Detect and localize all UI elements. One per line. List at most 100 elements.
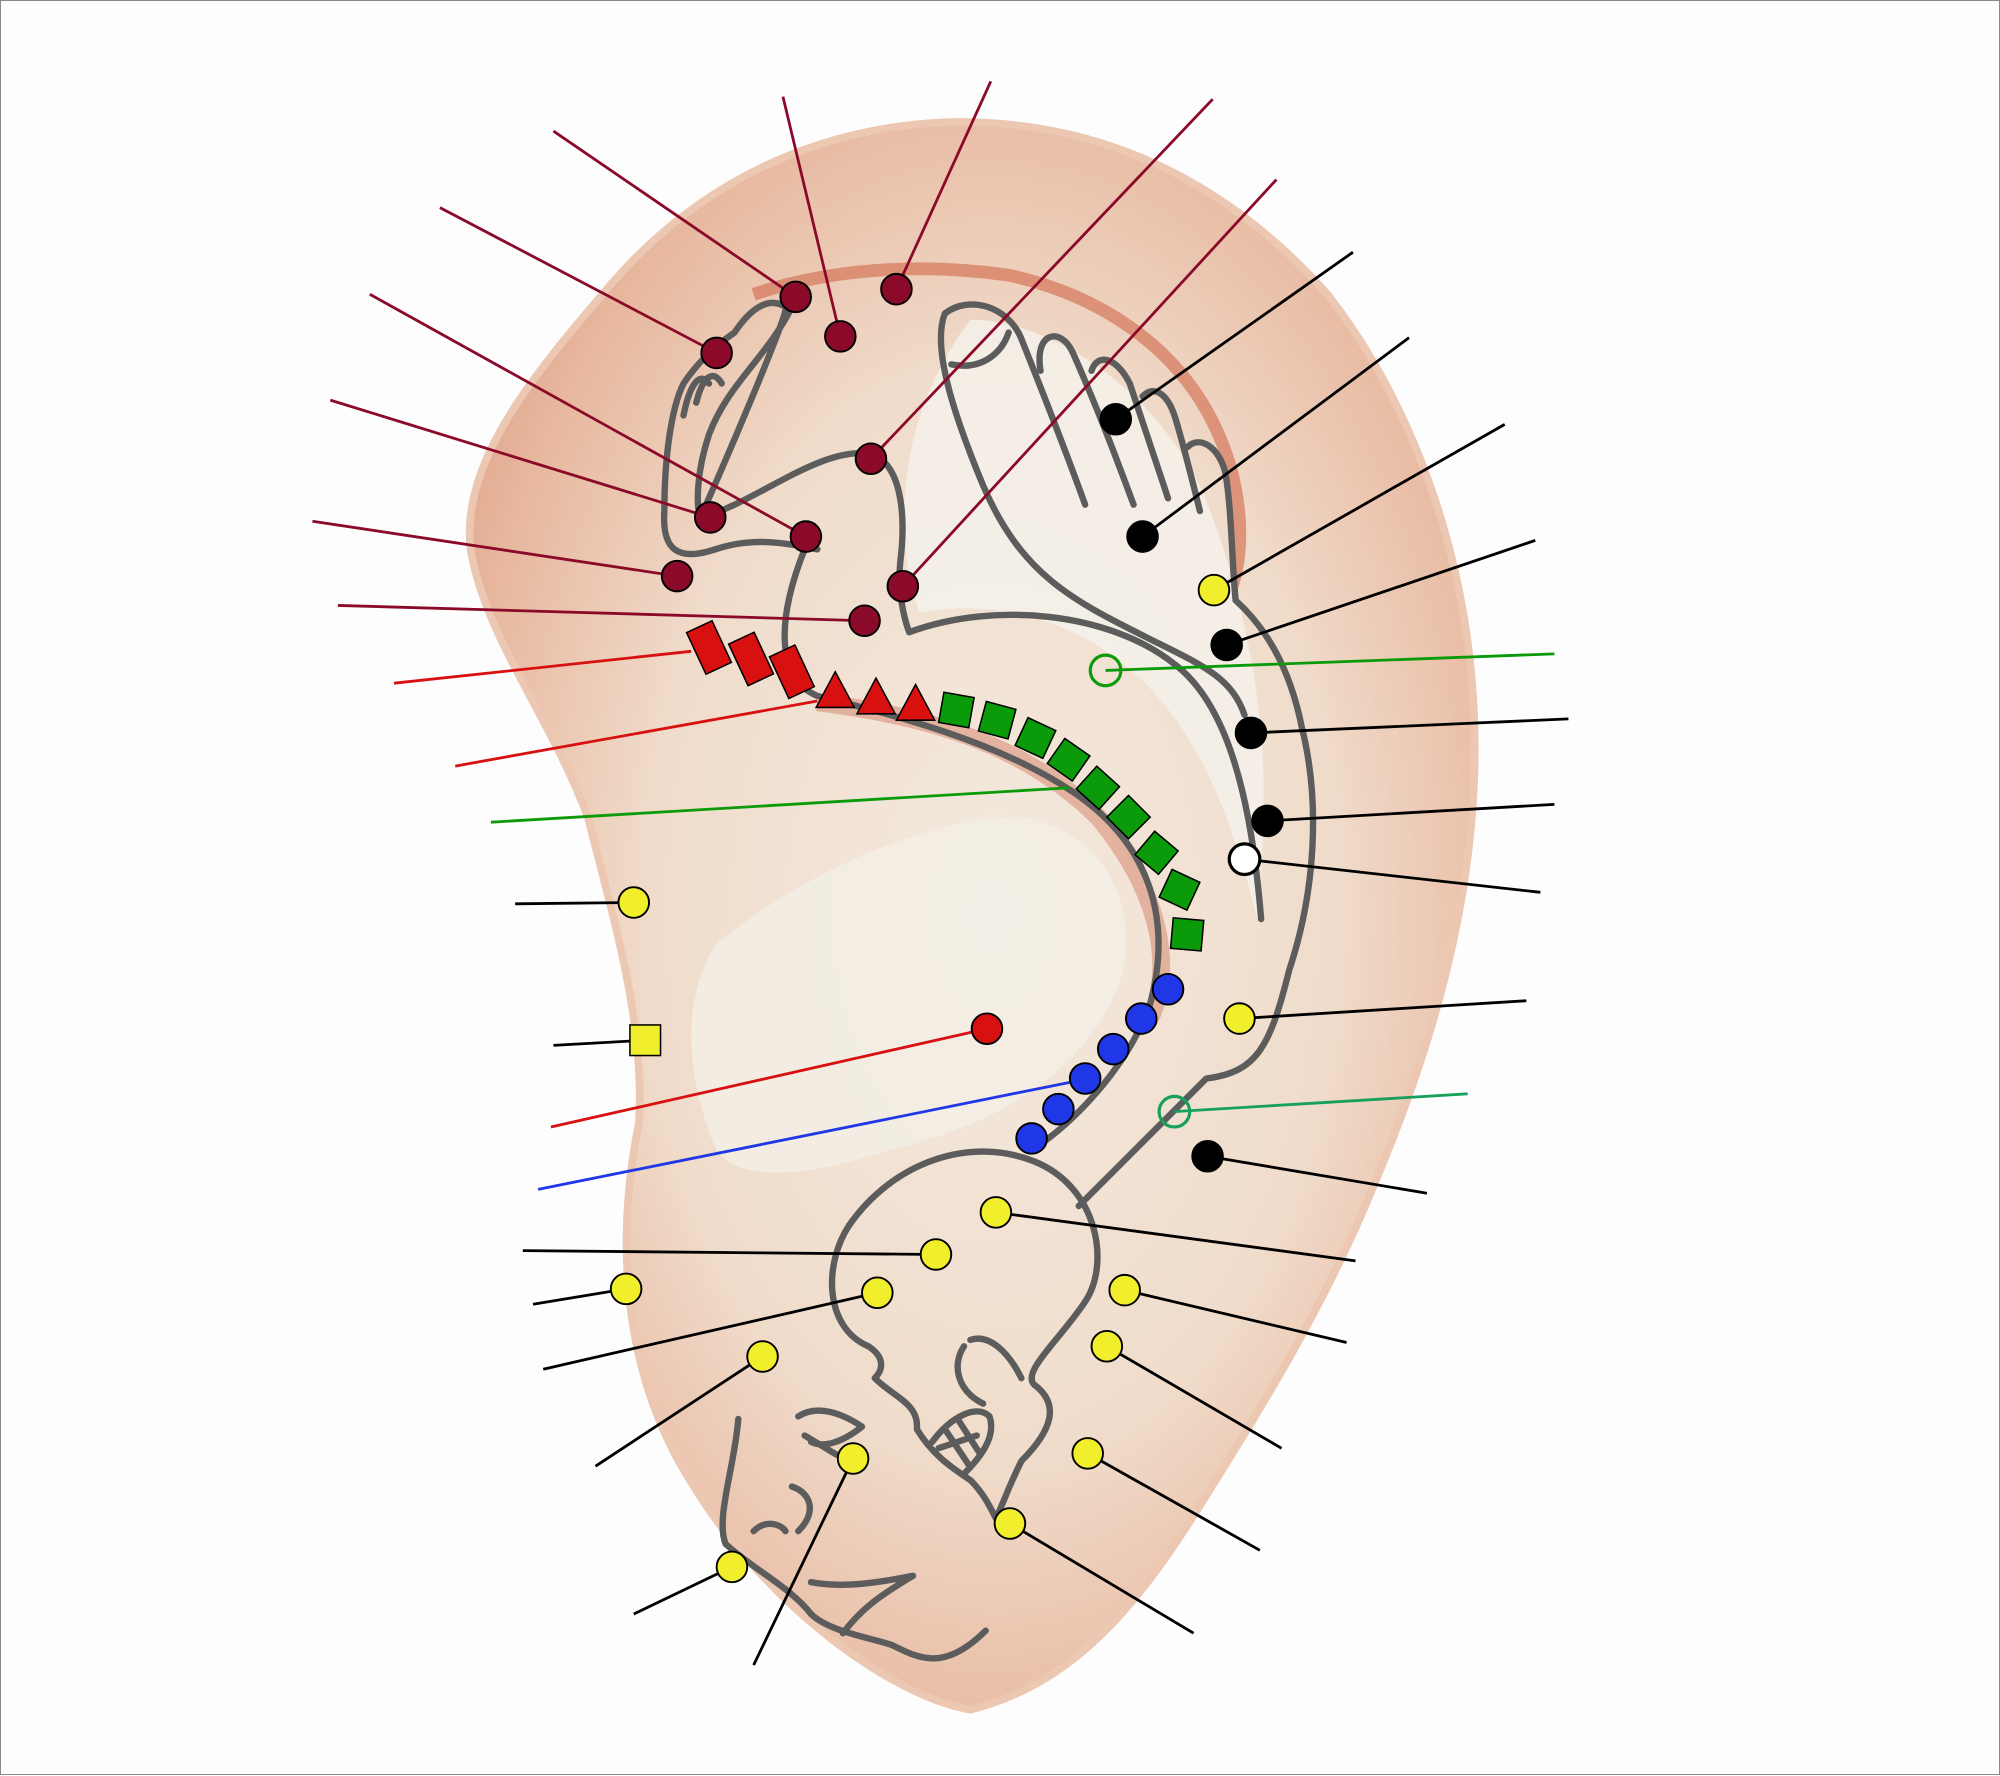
- leader-line: [537, 1080, 1071, 1191]
- leader-line: [781, 96, 842, 337]
- toes-outline: [680, 372, 725, 419]
- leader-line: [552, 129, 797, 298]
- leader-line: [1106, 1345, 1283, 1450]
- blue-circle-marker: [1068, 1062, 1102, 1095]
- yellow-circle-marker: [861, 1276, 894, 1309]
- blue-circle-marker: [1042, 1092, 1075, 1126]
- heel-outline: [660, 299, 821, 558]
- yellow-circle-marker: [1223, 1002, 1256, 1035]
- leader-line: [869, 98, 1214, 460]
- leader-line: [369, 293, 807, 538]
- green-square-marker: [937, 691, 975, 729]
- yellow-circle-marker: [836, 1442, 870, 1475]
- yellow-circle-marker: [617, 886, 651, 919]
- eye-outline: [795, 1407, 866, 1458]
- foot-outline: [694, 303, 1265, 923]
- hollow-black-circle-marker: [1227, 842, 1262, 877]
- hollow-green-circle-marker: [1088, 653, 1123, 688]
- leader-line: [1244, 857, 1541, 894]
- blue-circle-marker: [1096, 1032, 1130, 1066]
- leader-line: [1009, 1522, 1195, 1635]
- green-square-marker: [1158, 868, 1201, 912]
- yellow-circle-marker: [919, 1238, 953, 1271]
- yellow-circle-marker: [1197, 573, 1231, 607]
- yellow-circle-marker: [746, 1340, 779, 1373]
- leader-lines: [312, 80, 1569, 1666]
- blue-circle-marker: [1015, 1122, 1048, 1155]
- scapha-area: [904, 319, 1264, 920]
- head-outline: [846, 1148, 1101, 1522]
- leader-line: [439, 206, 718, 355]
- green-square-marker: [1014, 716, 1057, 760]
- leader-line: [312, 519, 678, 578]
- leader-line: [515, 901, 634, 906]
- green-square-marker: [1105, 794, 1152, 840]
- leader-line: [1114, 251, 1354, 421]
- red-diamond-marker: [685, 619, 733, 676]
- red-triangle-marker: [895, 682, 936, 721]
- face-outline: [828, 1221, 1000, 1522]
- black-circle-marker: [1251, 804, 1284, 838]
- leader-line: [1267, 802, 1555, 823]
- maroon-circle-marker: [700, 336, 733, 370]
- yellow-circle-marker: [609, 1272, 643, 1306]
- yellow-circle-marker: [715, 1550, 749, 1584]
- yellow-circle-marker: [1071, 1437, 1104, 1470]
- maroon-circle-marker: [779, 280, 812, 314]
- profile-outline: [719, 1415, 989, 1662]
- blue-circle-marker: [1125, 1002, 1158, 1035]
- maroon-circle-marker: [886, 570, 920, 603]
- black-circle-marker: [1126, 520, 1159, 553]
- green-square-marker: [1169, 916, 1205, 952]
- leader-line: [454, 699, 818, 768]
- maroon-circle-marker: [880, 272, 913, 306]
- concha-area: [691, 817, 1126, 1173]
- black-circle-marker: [1191, 1140, 1224, 1173]
- leader-line: [329, 398, 711, 519]
- black-circle-marker: [1099, 402, 1133, 436]
- yellow-circle-marker: [1108, 1273, 1141, 1307]
- leader-line: [594, 1355, 764, 1468]
- black-circle-marker: [1210, 628, 1243, 662]
- finger-4: [1183, 439, 1239, 604]
- yellow-circle-marker: [993, 1507, 1027, 1540]
- hollow-green-circle-marker: [1157, 1094, 1192, 1129]
- leader-line: [1226, 539, 1536, 647]
- leader-line: [895, 80, 993, 290]
- point-markers: [609, 272, 1284, 1584]
- leader-line: [393, 649, 692, 685]
- mouth-outline: [750, 1483, 917, 1637]
- leader-line: [1213, 423, 1506, 592]
- green-square-marker: [1133, 830, 1180, 876]
- leader-line: [1174, 1092, 1468, 1114]
- red-circle-marker: [970, 1012, 1004, 1046]
- red-diamond-marker: [768, 643, 816, 700]
- finger-2: [1088, 356, 1172, 502]
- maroon-circle-marker: [789, 520, 823, 553]
- red-triangle-marker: [814, 670, 856, 709]
- spine-outline: [1075, 597, 1317, 1210]
- maroon-circle-marker: [854, 442, 888, 476]
- leader-line: [995, 1210, 1356, 1263]
- helix-rim: [751, 262, 1247, 590]
- leader-line: [752, 1457, 855, 1666]
- leader-line: [1124, 1288, 1347, 1344]
- yellow-circle-marker: [1090, 1330, 1124, 1363]
- red-diamond-marker: [727, 631, 775, 687]
- leader-line: [1141, 336, 1410, 538]
- leader-line: [1105, 652, 1555, 672]
- maroon-circle-marker: [848, 604, 881, 637]
- leader-line: [490, 786, 1070, 824]
- leader-line: [337, 604, 865, 623]
- yellow-circle-marker: [979, 1196, 1013, 1229]
- jaw-outline: [954, 1335, 1025, 1407]
- yellow-square-marker: [629, 1024, 662, 1057]
- red-triangle-marker: [855, 676, 897, 715]
- blue-circle-marker: [1151, 972, 1185, 1006]
- leader-line: [1250, 717, 1569, 735]
- maroon-circle-marker: [660, 559, 694, 593]
- leader-line: [550, 1027, 988, 1129]
- leader-line: [1239, 999, 1527, 1020]
- maroon-circle-marker: [824, 320, 857, 353]
